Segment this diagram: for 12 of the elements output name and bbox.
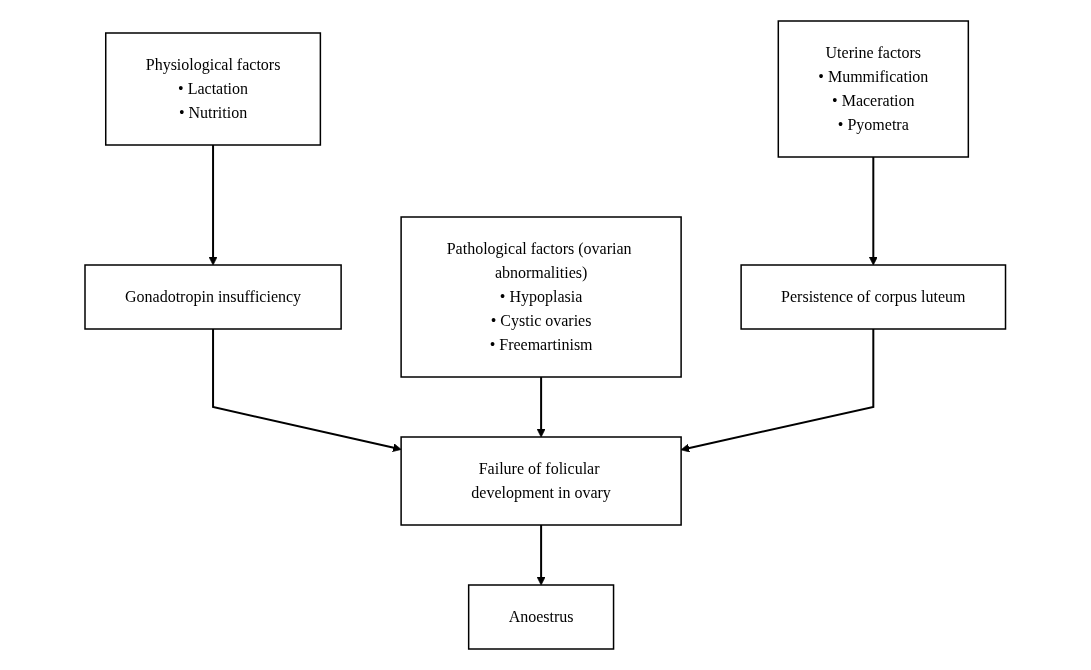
- arrow: [536, 376, 546, 438]
- node-box: Anoestrus: [468, 584, 615, 650]
- node-box: Persistence of corpus luteum: [740, 264, 1007, 330]
- arrow: [869, 156, 878, 266]
- arrow: [208, 144, 218, 266]
- node-box: Physiological factors • Lactation • Nutrition: [105, 32, 322, 146]
- node-box: Uterine factors • Mummification • Maceration • Pyometra: [777, 20, 970, 158]
- node-box: Gonadotropin insufficiency: [84, 264, 343, 330]
- arrow: [536, 524, 546, 586]
- node-box: Failure of folicular development in ovary: [400, 436, 683, 526]
- arrow: [212, 328, 402, 452]
- node-box: Pathological factors (ovarian abnormalities) • Hypoplasia • Cystic ovaries • Freemartinism: [400, 216, 683, 378]
